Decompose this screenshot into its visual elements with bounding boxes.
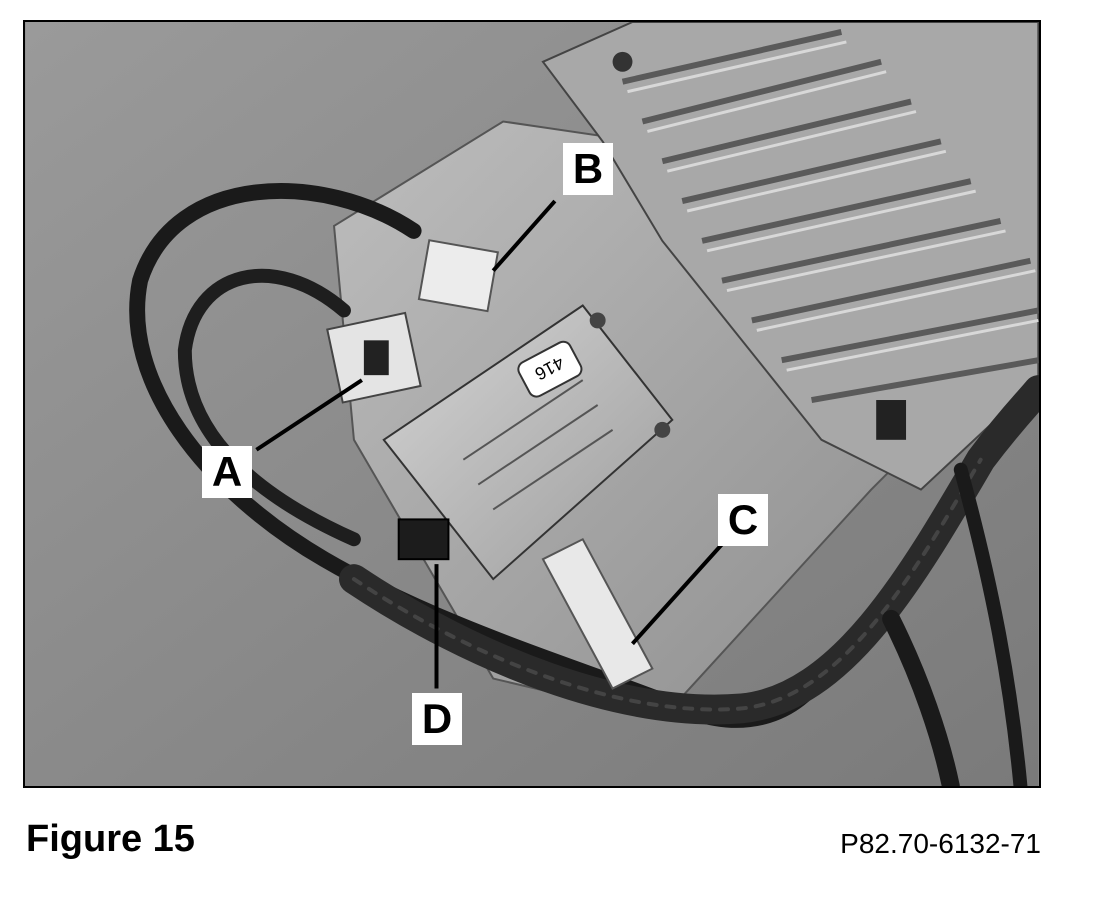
connector-d — [397, 518, 450, 561]
callout-a: A — [202, 446, 252, 498]
connector-b — [417, 239, 500, 313]
connector-c — [541, 537, 654, 690]
cable-harness — [129, 183, 1039, 786]
figure-caption: Figure 15 — [26, 818, 195, 860]
connector-a — [326, 311, 422, 404]
finned-control-unit — [541, 22, 1039, 491]
photo-illustration: 416 — [25, 22, 1039, 786]
switch-module: 416 — [382, 304, 674, 581]
callout-b: B — [563, 143, 613, 195]
callout-c: C — [718, 494, 768, 546]
component-photo: 416 — [23, 20, 1041, 788]
callout-d: D — [412, 693, 462, 745]
figure-reference: P82.70-6132-71 — [840, 828, 1041, 859]
leader-lines — [255, 199, 724, 689]
